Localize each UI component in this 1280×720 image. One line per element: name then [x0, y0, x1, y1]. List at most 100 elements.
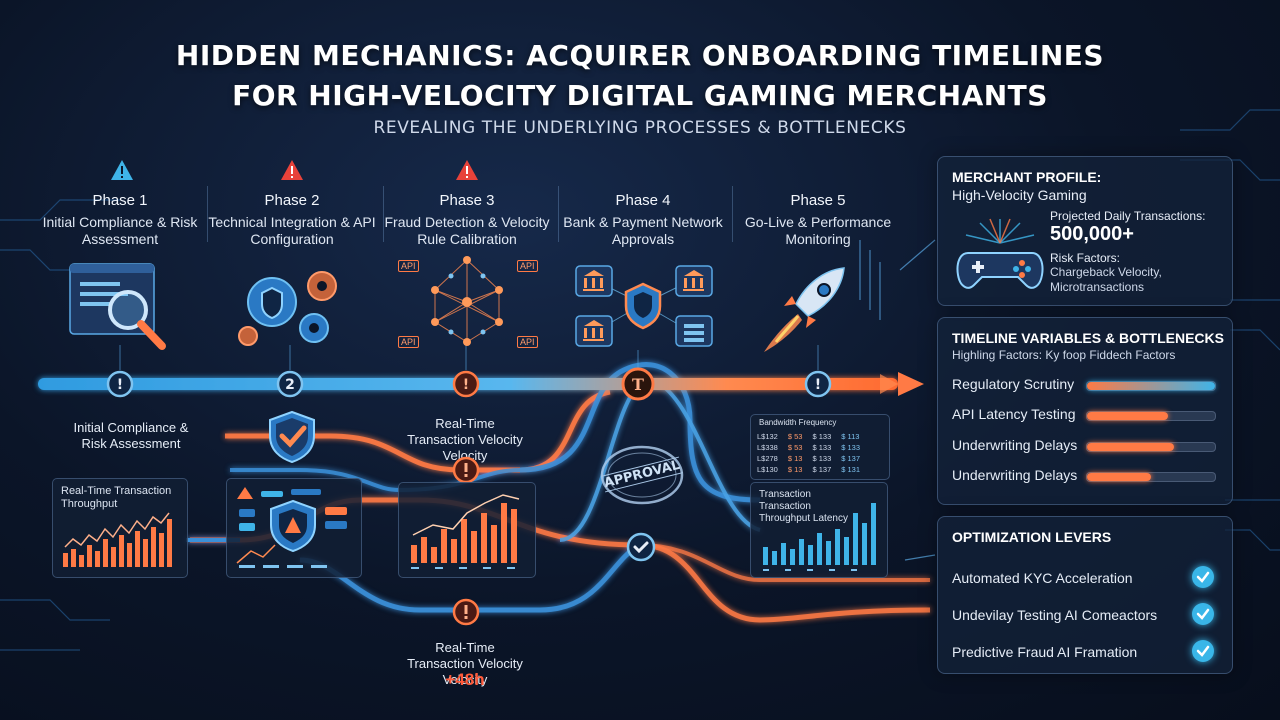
- check-icon: [1192, 603, 1214, 625]
- table-cell: $ 53: [787, 432, 803, 441]
- phase-name: Phase 5: [790, 192, 846, 209]
- table-cell: $ 133: [812, 454, 832, 463]
- merchant-profile-panel: MERCHANT PROFILE: High-Velocity Gaming P…: [937, 156, 1233, 306]
- api-tag: API: [398, 336, 419, 348]
- subtitle: REVEALING THE UNDERLYING PROCESSES & BOT…: [373, 118, 907, 138]
- warning-icon: [281, 160, 303, 180]
- api-tag: API: [517, 260, 538, 272]
- variable-bar-track: [1086, 411, 1216, 421]
- variable-row: Underwriting Delays: [952, 465, 1222, 485]
- merchant-profile-subtitle: High-Velocity Gaming: [952, 187, 1087, 203]
- compliance-label: Initial Compliance & Risk Assessment: [73, 420, 189, 451]
- throughput-chart-panel: Real-Time Transaction Throughput: [52, 478, 188, 578]
- phase-name: Phase 2: [264, 192, 320, 209]
- timeline-marker[interactable]: T: [620, 366, 656, 402]
- phase-divider: [207, 186, 208, 242]
- projected-label: Projected Daily Transactions:: [1050, 209, 1206, 223]
- lever-label: Undevilay Testing AI Comeactors: [952, 607, 1158, 623]
- variable-bar-fill: [1087, 382, 1215, 390]
- timeline-marker[interactable]: 2: [276, 370, 304, 398]
- api-tag: API: [398, 260, 419, 272]
- table-row: L$278$ 13$ 133$ 137: [757, 453, 860, 464]
- table-cell: $ 133: [812, 432, 832, 441]
- table-cell: L$278: [757, 454, 778, 463]
- bank-network-icon: [575, 265, 713, 347]
- variable-bar-fill: [1087, 412, 1168, 420]
- variable-label: Underwriting Delays: [952, 437, 1078, 453]
- phase-5: Phase 5 Go-Live & Performance Monitoring: [733, 192, 903, 248]
- timeline-marker[interactable]: !: [804, 370, 832, 398]
- check-icon: [1192, 640, 1214, 662]
- phase-name: Phase 1: [92, 192, 148, 209]
- marker-label: 2: [285, 377, 295, 393]
- optimization-title: OPTIMIZATION LEVERS: [952, 529, 1112, 545]
- phase-desc: Go-Live & Performance Monitoring: [744, 214, 892, 247]
- lever-item[interactable]: Predictive Fraud AI Framation: [952, 640, 1218, 664]
- alert-icon: [452, 456, 480, 484]
- marker-label: T: [632, 375, 644, 394]
- table-cell: $ 137: [812, 465, 832, 474]
- marker-label: !: [815, 377, 821, 393]
- fraud-shield-panel: [226, 478, 362, 578]
- table-cell: $ 131: [841, 465, 861, 474]
- phase-2: Phase 2 Technical Integration & API Conf…: [207, 192, 377, 248]
- timeline-variables-subtitle: Highling Factors: Ky foop Fiddech Factor…: [952, 348, 1176, 362]
- latency-chart-panel: Transaction Transaction Throughput Laten…: [750, 482, 888, 578]
- fraud-shield-graphic: [236, 487, 347, 568]
- gamepad-icon: [956, 218, 1044, 289]
- table-row: L$338$ 53$ 133$ 133: [757, 442, 860, 453]
- variable-bar-fill: [1087, 473, 1151, 481]
- table-cell: L$130: [757, 465, 778, 474]
- table-cell: $ 13: [787, 465, 803, 474]
- rocket-icon: [764, 267, 845, 352]
- table-cell: L$338: [757, 443, 778, 452]
- title-line-1: HIDDEN MECHANICS: ACQUIRER ONBOARDING TI…: [175, 39, 1105, 72]
- phase-desc: Bank & Payment Network Approvals: [563, 214, 723, 247]
- risk-value: Chargeback Velocity, Microtransactions: [1050, 265, 1162, 294]
- neural-network-icon: [431, 256, 503, 346]
- phase-4: Phase 4 Bank & Payment Network Approvals: [558, 192, 728, 248]
- warning-icon: [111, 160, 133, 180]
- realtime-label-top: Real-Time Transaction Velocity Velocity: [407, 416, 523, 463]
- check-icon: [1192, 566, 1214, 588]
- table-cell: $ 113: [841, 432, 860, 441]
- timeline-variables-title: TIMELINE VARIABLES & BOTTLENECKS: [952, 330, 1224, 346]
- document-search-icon: [69, 263, 166, 350]
- risk-label: Risk Factors:: [1050, 251, 1121, 265]
- latency-bar-chart: [763, 503, 876, 571]
- gears-icon: [238, 271, 337, 346]
- bandwidth-table: L$132$ 53$ 133$ 113 L$338$ 53$ 133$ 133 …: [757, 431, 860, 475]
- velocity-bar-chart: [411, 494, 520, 569]
- table-cell: $ 53: [787, 443, 803, 452]
- api-tag: API: [517, 336, 538, 348]
- variable-bar-track: [1086, 472, 1216, 482]
- variable-bar-track: [1086, 442, 1216, 452]
- phase-1: Phase 1 Initial Compliance & Risk Assess…: [35, 192, 205, 248]
- title-line-2: FOR HIGH-VELOCITY DIGITAL GAMING MERCHAN…: [232, 79, 1048, 112]
- phase-desc: Technical Integration & API Configuratio…: [208, 214, 376, 247]
- table-cell: L$132: [757, 432, 778, 441]
- table-title: Bandwidth Frequency: [759, 418, 837, 427]
- lever-item[interactable]: Automated KYC Acceleration: [952, 566, 1218, 590]
- variable-row: Regulatory Scrutiny: [952, 374, 1222, 394]
- phase-desc: Fraud Detection & Velocity Rule Calibrat…: [384, 214, 550, 247]
- marker-label: !: [463, 377, 469, 393]
- timeline-marker[interactable]: !: [452, 370, 480, 398]
- table-cell: $ 13: [787, 454, 803, 463]
- timeline-marker[interactable]: !: [106, 370, 134, 398]
- realtime-label-bottom: Real-Time Transaction Velocity Velocity: [407, 640, 523, 687]
- lever-label: Predictive Fraud AI Framation: [952, 644, 1138, 660]
- warning-icon: [456, 160, 478, 180]
- variable-label: API Latency Testing: [952, 406, 1076, 422]
- lever-label: Automated KYC Acceleration: [952, 570, 1133, 586]
- main-title: HIDDEN MECHANICS: ACQUIRER ONBOARDING TI…: [0, 36, 1280, 116]
- chart-title: Transaction Transaction Throughput Laten…: [759, 489, 848, 524]
- lever-item[interactable]: Undevilay Testing AI Comeactors: [952, 603, 1218, 627]
- shield-check-icon: [269, 410, 315, 464]
- delay-label: +48h: [445, 670, 485, 689]
- approval-check-icon: [626, 532, 656, 562]
- table-cell: $ 133: [812, 443, 832, 452]
- chart-title: Real-Time Transaction Throughput: [61, 485, 172, 510]
- marker-label: !: [117, 377, 123, 393]
- phase-desc: Initial Compliance & Risk Assessment: [42, 214, 198, 247]
